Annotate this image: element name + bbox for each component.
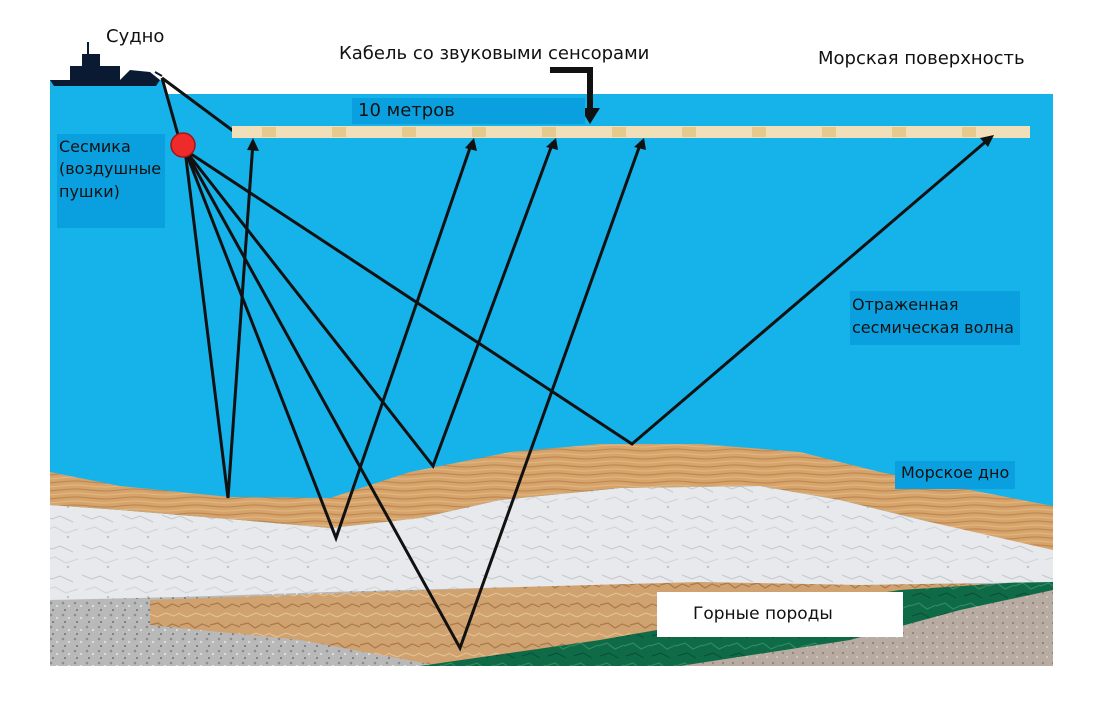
seabed-label: Морское дно <box>895 461 1016 489</box>
ship-icon <box>50 42 163 86</box>
seabed-sediment <box>50 444 1053 550</box>
ship-label: Судно <box>106 26 165 47</box>
down-arrow-icon <box>550 67 600 124</box>
ray-3 <box>183 141 555 470</box>
limestone-layer <box>50 486 1053 600</box>
seismic-rays <box>183 136 991 652</box>
cable-label: Кабель со звуковыми сенсорами <box>339 43 650 64</box>
tow-lines <box>160 76 237 143</box>
ray-4 <box>183 141 643 652</box>
cable-markings <box>262 127 976 137</box>
sea-surface-label: Морская поверхность <box>818 48 1025 69</box>
ray-2 <box>183 141 474 543</box>
ray-5 <box>184 136 991 446</box>
pebble-layer <box>680 590 1053 666</box>
reflected-wave-label: Отраженная сесмическая волна <box>850 291 1020 345</box>
air-gun-icon <box>170 132 196 158</box>
rocks-label: Горные породы <box>657 592 903 637</box>
ray-arrowheads <box>247 135 994 151</box>
sensor-cable <box>232 126 1030 138</box>
distance-label: 10 метров <box>352 98 585 124</box>
seismic-source-label: Сесмика (воздушные пушки) <box>57 134 165 228</box>
